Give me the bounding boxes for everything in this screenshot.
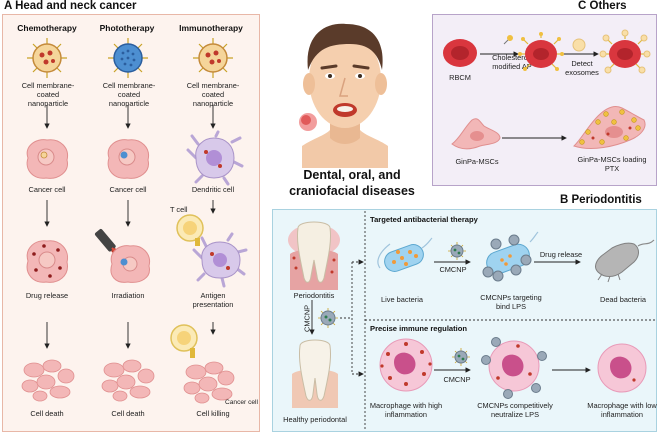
chemo-cell-death-icon <box>21 359 75 402</box>
antigen-presentation-label: Antigen presentation <box>192 291 234 309</box>
dead-bacteria-icon <box>595 239 655 283</box>
cell-killing-label: Cell killing <box>196 409 230 418</box>
photo-cell-death-icon <box>101 359 155 402</box>
chemo-nanoparticle-label: Cell membrane-coated nanoparticle <box>21 81 75 108</box>
ginpa-mscs-label: GinPa-MSCs <box>455 157 499 166</box>
cancer-cell-small-label: Cancer cell <box>225 399 258 406</box>
rbcm-exosome-bound-icon <box>599 29 651 74</box>
t-cell-label: T cell <box>170 205 188 214</box>
column-title-phototherapy: Phototherapy <box>99 23 155 33</box>
ginpa-mscs-icon <box>451 118 501 150</box>
cmcnp-icon-targeted <box>448 242 466 260</box>
cmcnp-icon-immune <box>452 348 470 366</box>
human-face-illustration <box>299 23 388 168</box>
modified-rbcm-icon <box>518 32 564 71</box>
t-cell-dendritic-icon <box>176 214 248 288</box>
panel-c-title: C Others <box>578 0 627 12</box>
immuno-nanoparticle-label: Cell membrane-coated nanoparticle <box>186 81 240 108</box>
chemo-cancer-cell-label: Cancer cell <box>28 185 66 194</box>
ginpa-mscs-ptx-label: GinPa-MSCs loading PTX <box>577 155 647 173</box>
photo-cancer-cell-label: Cancer cell <box>109 185 147 194</box>
cell-killing-icon <box>170 324 235 404</box>
panel-a-title: A Head and neck cancer <box>4 0 137 12</box>
chemo-cell-death-label: Cell death <box>30 409 64 418</box>
drug-release-label: Drug release <box>25 291 69 300</box>
targeted-therapy-title: Targeted antibacterial therapy <box>370 215 478 224</box>
live-bacteria-label: Live bacteria <box>381 295 423 304</box>
drug-release-cell-icon <box>26 240 69 283</box>
irradiation-label: Irradiation <box>111 291 145 300</box>
cmcnp-label-immune: CMCNP <box>443 375 471 384</box>
column-title-immunotherapy: Immunotherapy <box>179 23 243 33</box>
photo-nanoparticle-label: Cell membrane-coated nanoparticle <box>102 81 156 108</box>
photo-nanoparticle-icon <box>108 38 148 78</box>
cmcnp-label-targeted: CMCNP <box>439 265 467 274</box>
immuno-nanoparticle-icon <box>193 38 233 78</box>
macrophage-high-icon <box>379 338 433 392</box>
dendritic-cell-label: Dendritic cell <box>191 185 235 194</box>
drug-release-label-b: Drug release <box>539 250 583 259</box>
dead-bacteria-label: Dead bacteria <box>599 295 646 304</box>
cmcnp-particle-icon <box>318 308 338 328</box>
live-bacteria-icon <box>377 237 433 272</box>
panel-b-title: B Periodontitis <box>560 194 642 206</box>
chemo-cancer-cell-icon <box>26 139 69 179</box>
photo-cancer-cell-icon <box>107 139 150 179</box>
healthy-tooth-icon <box>292 339 338 408</box>
photo-cell-death-label: Cell death <box>111 409 145 418</box>
macrophage-high-label: Macrophage with high inflammation <box>369 401 443 419</box>
ginpa-mscs-ptx-icon <box>573 105 646 149</box>
rbcm-cell-icon <box>443 39 477 67</box>
cmcnp-vertical-label: CMCNP <box>302 304 312 332</box>
macrophage-low-label: Macrophage with low inflammation <box>587 401 657 419</box>
cmcnps-neutralize-label: CMCNPs competitively neutralize LPS <box>477 401 553 419</box>
cmcnps-neutralize-icon <box>481 337 547 399</box>
detect-exosomes-label: Detect exosomes <box>565 59 599 77</box>
macrophage-low-icon <box>597 343 647 393</box>
center-title: Dental, oral, and craniofacial diseases <box>289 168 415 198</box>
cholesterol-label: Cholesterol-modified AP <box>492 53 532 71</box>
column-title-chemotherapy: Chemotherapy <box>17 23 77 33</box>
precise-immune-title: Precise immune regulation <box>370 324 468 333</box>
healthy-periodontal-label: Healthy periodontal <box>283 415 347 424</box>
chemo-nanoparticle-icon <box>27 38 67 78</box>
periodontitis-tooth-icon <box>288 221 340 290</box>
ap-molecule-icon <box>503 35 513 45</box>
exosome-icon <box>572 38 586 52</box>
cmcnps-targeting-bacteria-icon <box>482 231 539 282</box>
dendritic-cell-icon <box>186 130 244 186</box>
rbcm-label: RBCM <box>449 73 471 82</box>
irradiation-laser-icon <box>94 228 151 283</box>
cmcnps-targeting-label: CMCNPs targeting bind LPS <box>480 293 542 311</box>
periodontitis-label: Periodontitis <box>293 291 335 300</box>
